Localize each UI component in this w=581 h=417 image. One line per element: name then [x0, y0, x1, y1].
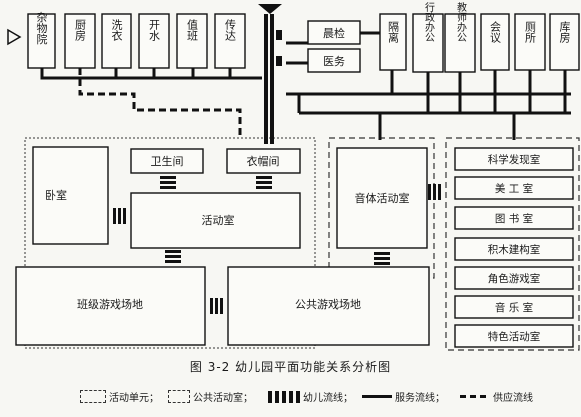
- clinic-label: 医务: [323, 55, 345, 68]
- toilet-box: [514, 13, 546, 71]
- laundry-label: 洗衣: [110, 19, 123, 41]
- dashed-box-icon: [168, 390, 190, 403]
- isolation-box: [379, 13, 407, 71]
- service-flow-lines: [40, 31, 571, 140]
- teacher-office-label: 教师办公: [455, 1, 467, 42]
- activity-room-label: 活动室: [202, 213, 235, 227]
- morning-check-box: [307, 20, 361, 45]
- public-room-label: 角色游戏室: [488, 272, 541, 285]
- office-rooms: 行政办公 教师办公 会议 厕所 库房: [412, 1, 580, 73]
- supply-flow-line: [78, 68, 242, 138]
- public-room-label: 美 工 室: [495, 182, 533, 195]
- main-entrance-arrow-icon: [258, 4, 282, 14]
- public-room-label: 图 书 室: [495, 212, 533, 225]
- child-flow-icon: [268, 390, 300, 403]
- gym-box: [336, 147, 428, 249]
- legend: 活动单元； 公共活动室； 幼儿流线； 服务流线； 供应流线: [80, 385, 550, 409]
- cloakroom-box: [226, 148, 301, 174]
- legend-public-room-label: 公共活动室；: [193, 393, 253, 404]
- public-play-area-box: [227, 266, 430, 346]
- public-play-area-label: 公共游戏场地: [295, 297, 361, 311]
- public-room-box: [454, 266, 574, 290]
- storage-box: [549, 13, 580, 71]
- public-room-label: 音 乐 室: [495, 301, 533, 314]
- laundry-box: [101, 13, 132, 69]
- gym-label: 音体活动室: [355, 191, 410, 205]
- service-flow-icon: [362, 395, 392, 398]
- meeting-room-box: [480, 13, 510, 71]
- washroom-box: [130, 148, 204, 174]
- legend-public-room: 公共活动室；: [168, 389, 253, 404]
- admin-office-label: 行政办公: [423, 1, 435, 42]
- legend-supply-flow-label: 供应流线: [493, 393, 533, 404]
- legend-service-flow-label: 服务流线；: [395, 393, 445, 404]
- washroom-label: 卫生间: [151, 154, 184, 168]
- public-room-box: [454, 176, 574, 200]
- activity-room-box: [130, 192, 301, 249]
- storage-label: 库房: [558, 21, 571, 44]
- legend-supply-flow: 供应流线: [460, 389, 533, 404]
- public-room-box: [454, 147, 574, 171]
- clinic-box: [307, 48, 361, 73]
- duty-room-label: 值班: [186, 19, 199, 42]
- medical-rooms: 晨检 医务 隔离: [307, 13, 407, 73]
- legend-activity-unit-label: 活动单元；: [109, 393, 159, 404]
- public-room-box: [454, 324, 574, 348]
- boiling-water-label: 开水: [148, 19, 161, 41]
- reception-box: [214, 13, 246, 69]
- teacher-office-box: [444, 13, 476, 73]
- supply-flow-icon: [460, 395, 490, 398]
- class-play-area-label: 班级游戏场地: [77, 297, 143, 311]
- bedroom-box: [32, 146, 109, 245]
- toilet-label: 厕所: [524, 21, 537, 44]
- isolation-label: 隔离: [387, 21, 400, 44]
- misc-yard-label: 杂物院: [35, 11, 48, 44]
- bedroom-label: 卧室: [45, 188, 67, 202]
- boiling-water-box: [138, 13, 170, 69]
- service-rooms-row: 杂物院 厨房 洗衣 开水 值班 传达: [27, 11, 246, 69]
- class-play-area-box: [15, 266, 206, 346]
- public-activity-rooms: 科学发现室 美 工 室 图 书 室 积木建构室 角色游戏室 音 乐 室 特色活动…: [454, 147, 574, 348]
- public-room-label: 特色活动室: [488, 330, 541, 343]
- kitchen-box: [64, 13, 96, 69]
- public-room-box: [454, 206, 574, 230]
- play-areas: 班级游戏场地 公共游戏场地: [15, 266, 430, 346]
- legend-service-flow: 服务流线；: [362, 389, 445, 404]
- public-room-box: [454, 237, 574, 261]
- legend-child-flow: 幼儿流线；: [268, 389, 353, 404]
- legend-child-flow-label: 幼儿流线；: [303, 393, 353, 404]
- dotted-box-icon: [80, 390, 106, 403]
- meeting-room-label: 会议: [489, 21, 502, 44]
- public-room-label: 科学发现室: [488, 153, 541, 166]
- activity-unit: 卧室 卫生间 衣帽间 活动室: [32, 146, 301, 249]
- function-diagram: 杂物院 厨房 洗衣 开水 值班 传达 晨检 医务 隔离 行政办公 教师办公 会议…: [7, 1, 580, 351]
- duty-room-box: [176, 13, 208, 69]
- reception-label: 传达: [224, 19, 237, 41]
- public-room-label: 积木建构室: [488, 243, 541, 256]
- cloakroom-label: 衣帽间: [247, 154, 280, 168]
- activity-unit-boundary: [24, 137, 316, 349]
- entrance-arrow-icon: [7, 28, 22, 46]
- public-activity-boundary: [445, 137, 580, 351]
- misc-yard-box: [27, 13, 56, 69]
- kitchen-label: 厨房: [74, 19, 87, 42]
- morning-check-label: 晨检: [323, 26, 345, 40]
- figure-caption: 图 3-2 幼儿园平面功能关系分析图: [189, 360, 392, 374]
- public-room-box: [454, 295, 574, 319]
- child-flow-marks: [113, 4, 441, 314]
- admin-office-box: [412, 13, 444, 73]
- legend-activity-unit: 活动单元；: [80, 389, 159, 404]
